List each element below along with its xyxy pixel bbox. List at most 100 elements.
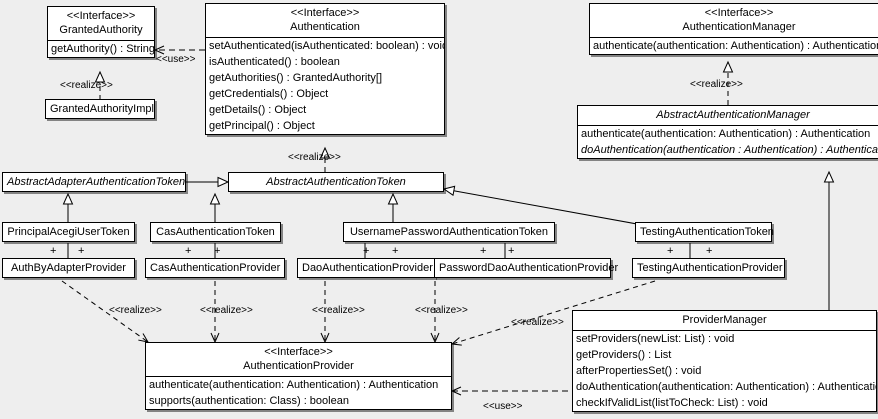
class-header: TestingAuthenticationToken — [636, 223, 774, 241]
assoc-plus-cas-left: + — [185, 245, 192, 257]
class-header: UsernamePasswordAuthenticationToken — [344, 223, 554, 241]
method-checkIfValidList: checkIfValidList(listToCheck: List) : vo… — [576, 397, 768, 409]
assoc-plus-principal-right: + — [78, 245, 85, 257]
class-name: CasAuthenticationToken — [156, 226, 275, 238]
class-methods: setAuthenticated(isAuthenticated: boolea… — [206, 37, 444, 134]
label-realize-auth-by-adapter-provider: <<realize>> — [109, 305, 162, 316]
class-name: AbstractAuthenticationManager — [656, 109, 810, 121]
class-name: UsernamePasswordAuthenticationToken — [349, 226, 549, 238]
assoc-plus-cas-right: + — [214, 245, 221, 257]
assoc-plus-testing-right: + — [706, 245, 713, 257]
method-doAuthentication: doAuthentication(authentication: Authent… — [576, 381, 876, 393]
method-authenticate: authenticate(authentication: Authenticat… — [149, 379, 439, 391]
link-generalize-testing-token — [442, 185, 638, 225]
method-setAuthenticated: setAuthenticated(isAuthenticated: boolea… — [209, 40, 444, 52]
label-realize-provider-manager: <<realize>> — [511, 317, 564, 328]
method-setProviders: setProviders(newList: List) : void — [576, 333, 735, 345]
assoc-plus-principal-left: + — [50, 245, 57, 257]
class-password-dao-authentication-provider[interactable]: PasswordDaoAuthenticationProvider — [434, 258, 619, 278]
class-abstract-authentication-manager[interactable]: AbstractAuthenticationManager authentica… — [577, 105, 878, 159]
class-header: AbstractAuthenticationToken — [229, 173, 443, 191]
class-authentication[interactable]: <<Interface>> Authentication setAuthenti… — [205, 3, 445, 135]
class-authentication-manager[interactable]: <<Interface>> AuthenticationManager auth… — [589, 3, 878, 55]
method-getPrincipal: getPrincipal() : Object — [209, 120, 315, 132]
class-testing-authentication-provider[interactable]: TestingAuthenticationProvider — [632, 258, 785, 278]
stereotype-label: <<Interface>> — [66, 10, 136, 22]
label-realize-password-dao-authentication-provider: <<realize>> — [415, 305, 468, 316]
label-realize-abstract-authentication-token: <<realize>> — [288, 152, 341, 163]
class-methods: authenticate(authentication: Authenticat… — [146, 376, 451, 409]
stereotype-label: <<Interface>> — [704, 7, 774, 19]
class-header: TestingAuthenticationProvider — [633, 259, 784, 277]
assoc-plus-userpass-dao-left: + — [363, 245, 370, 257]
class-header: <<Interface>> GrantedAuthority — [48, 7, 154, 40]
class-name: GrantedAuthorityImpl — [50, 103, 154, 115]
class-header: <<Interface>> Authentication — [206, 4, 444, 37]
label-use-authentication-granted-authority: <<use>> — [156, 54, 196, 65]
assoc-plus-userpass-pwddao-right: + — [508, 245, 515, 257]
method-authenticate: authenticate(authentication: Authenticat… — [593, 40, 878, 52]
method-getAuthority: getAuthority() : String — [51, 43, 154, 55]
class-name: TestingAuthenticationProvider — [637, 262, 783, 274]
stereotype-label: <<Interface>> — [264, 346, 333, 358]
method-getAuthorities: getAuthorities() : GrantedAuthority[] — [209, 72, 383, 84]
class-header: GrantedAuthorityImpl — [46, 100, 154, 118]
class-cas-authentication-token[interactable]: CasAuthenticationToken — [150, 222, 281, 242]
class-cas-authentication-provider[interactable]: CasAuthenticationProvider — [145, 258, 285, 278]
class-name: PasswordDaoAuthenticationProvider — [439, 262, 619, 274]
class-methods: getAuthority() : String — [48, 40, 154, 57]
class-name: GrantedAuthority — [59, 24, 143, 36]
assoc-plus-testing-left: + — [667, 245, 674, 257]
class-dao-authentication-provider[interactable]: DaoAuthenticationProvider — [297, 258, 435, 278]
label-use-provider-manager: <<use>> — [483, 401, 523, 412]
class-header: DaoAuthenticationProvider — [298, 259, 434, 277]
class-header: <<Interface>> AuthenticationManager — [590, 4, 878, 37]
class-name: AuthByAdapterProvider — [11, 262, 126, 274]
class-name: DaoAuthenticationProvider — [302, 262, 433, 274]
method-doAuthentication: doAuthentication(authentication : Authen… — [581, 144, 878, 156]
stereotype-label: <<Interface>> — [290, 7, 360, 19]
class-abstract-authentication-token[interactable]: AbstractAuthenticationToken — [228, 172, 444, 192]
class-header: ProviderManager — [573, 311, 876, 330]
class-header: CasAuthenticationToken — [151, 223, 280, 241]
class-methods: authenticate(authentication: Authenticat… — [578, 125, 878, 158]
class-name: AbstractAdapterAuthenticationToken — [7, 176, 186, 188]
method-afterPropertiesSet: afterPropertiesSet() : void — [576, 365, 702, 377]
class-header: CasAuthenticationProvider — [146, 259, 284, 277]
method-authenticate: authenticate(authentication: Authenticat… — [581, 128, 871, 140]
method-getProviders: getProviders() : List — [576, 349, 672, 361]
class-header: <<Interface>> AuthenticationProvider — [146, 343, 451, 376]
class-granted-authority[interactable]: <<Interface>> GrantedAuthority getAuthor… — [47, 6, 155, 58]
class-provider-manager[interactable]: ProviderManager setProviders(newList: Li… — [572, 310, 877, 412]
class-testing-authentication-token[interactable]: TestingAuthenticationToken — [635, 222, 774, 242]
class-name: AuthenticationManager — [682, 21, 796, 33]
class-header: AbstractAuthenticationManager — [578, 106, 878, 125]
class-name: CasAuthenticationProvider — [150, 262, 281, 274]
class-authentication-provider[interactable]: <<Interface>> AuthenticationProvider aut… — [145, 342, 452, 410]
label-realize-cas-authentication-provider: <<realize>> — [200, 305, 253, 316]
class-name: PrincipalAcegiUserToken — [7, 226, 130, 238]
method-getCredentials: getCredentials() : Object — [209, 88, 329, 100]
class-username-password-authentication-token[interactable]: UsernamePasswordAuthenticationToken — [343, 222, 555, 242]
method-supports: supports(authentication: Class) : boolea… — [149, 395, 349, 407]
class-name: ProviderManager — [682, 314, 767, 326]
class-auth-by-adapter-provider[interactable]: AuthByAdapterProvider — [2, 258, 135, 278]
method-isAuthenticated: isAuthenticated() : boolean — [209, 56, 340, 68]
method-getDetails: getDetails() : Object — [209, 104, 307, 116]
class-principal-acegi-user-token[interactable]: PrincipalAcegiUserToken — [2, 222, 135, 242]
class-granted-authority-impl[interactable]: GrantedAuthorityImpl — [45, 99, 155, 119]
class-name: AbstractAuthenticationToken — [266, 176, 406, 188]
label-realize-granted-authority-impl: <<realize>> — [60, 80, 113, 91]
class-name: TestingAuthenticationToken — [640, 226, 774, 238]
class-name: AuthenticationProvider — [243, 360, 354, 372]
class-abstract-adapter-authentication-token[interactable]: AbstractAdapterAuthenticationToken — [2, 172, 186, 192]
assoc-plus-userpass-dao-right: + — [392, 245, 399, 257]
class-header: PasswordDaoAuthenticationProvider — [435, 259, 619, 277]
class-header: AuthByAdapterProvider — [3, 259, 134, 277]
label-realize-dao-authentication-provider: <<realize>> — [312, 305, 365, 316]
class-methods: authenticate(authentication: Authenticat… — [590, 37, 878, 54]
label-realize-abstract-authentication-manager: <<realize>> — [690, 79, 743, 90]
class-header: AbstractAdapterAuthenticationToken — [3, 173, 185, 191]
class-name: Authentication — [290, 21, 360, 33]
